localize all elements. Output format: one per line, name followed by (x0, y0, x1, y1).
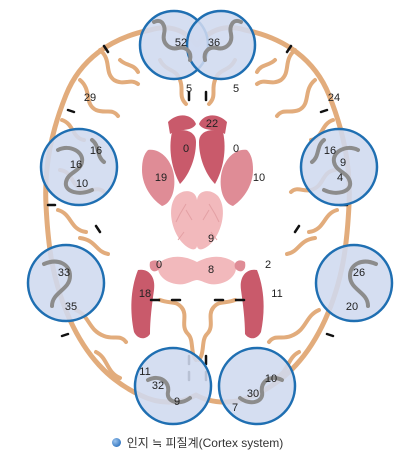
label-11-right: 11 (271, 288, 282, 300)
label-16b-left: 16 (70, 159, 82, 171)
region-10 (221, 150, 253, 206)
label-19: 19 (155, 172, 167, 184)
label-0-right: 0 (233, 143, 239, 155)
label-16-right: 16 (324, 145, 336, 157)
label-32: 32 (152, 380, 164, 392)
label-10-mid: 10 (253, 172, 265, 184)
label-26: 26 (353, 267, 365, 279)
blue-dot-icon (112, 438, 121, 447)
label-52: 52 (175, 37, 187, 49)
label-18: 18 (139, 288, 151, 300)
label-16a-left: 16 (90, 145, 102, 157)
focus-circle-top-right (187, 11, 255, 79)
region-8 (158, 257, 236, 285)
label-5-left: 5 (186, 83, 192, 95)
region-0-left (170, 130, 196, 184)
label-9-bl: 9 (174, 396, 180, 408)
region-11 (241, 270, 264, 339)
label-5-right: 5 (233, 83, 239, 95)
label-36: 36 (208, 37, 220, 49)
label-20: 20 (346, 301, 358, 313)
label-30: 30 (247, 388, 259, 400)
label-11-bl: 11 (139, 366, 150, 378)
label-2-lower-right: 2 (265, 259, 271, 271)
focus-circle-bottom-left (135, 348, 211, 424)
label-7-br: 7 (232, 402, 238, 414)
label-22: 22 (206, 118, 218, 130)
label-29: 29 (84, 92, 96, 104)
region-9 (171, 191, 223, 249)
label-10-br: 10 (265, 373, 277, 385)
label-0-left: 0 (183, 143, 189, 155)
label-4-right: 4 (337, 172, 343, 184)
region-0-right (199, 130, 225, 184)
caption: 인지 ≒ 피질계(Cortex system) (0, 432, 395, 452)
label-0-lower-left: 0 (156, 259, 162, 271)
label-8: 8 (208, 264, 214, 276)
label-35: 35 (65, 301, 77, 313)
label-24: 24 (328, 92, 340, 104)
label-10-left: 10 (76, 178, 88, 190)
region-18 (131, 270, 154, 339)
label-9-center: 9 (208, 233, 214, 245)
focus-circle-bottom-right (219, 348, 295, 424)
deep-structures (131, 115, 263, 338)
label-9-right: 9 (340, 157, 346, 169)
caption-text: 인지 ≒ 피질계(Cortex system) (127, 434, 284, 451)
label-33: 33 (58, 267, 70, 279)
